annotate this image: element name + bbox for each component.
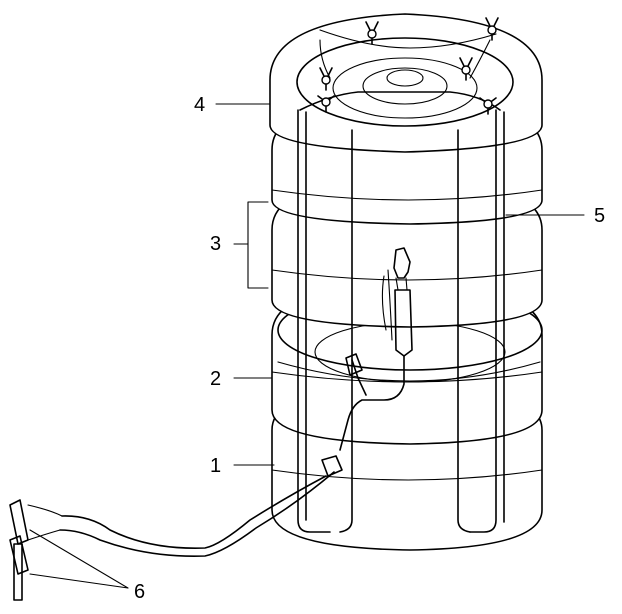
callout-3: 3 bbox=[210, 201, 269, 289]
battery-clamp bbox=[9, 529, 61, 575]
inflator-assembly bbox=[9, 247, 413, 601]
strap-clip bbox=[365, 21, 379, 45]
callout-5: 5 bbox=[505, 205, 605, 227]
callouts: 1 2 3 4 5 6 bbox=[29, 94, 605, 603]
callout-2: 2 bbox=[210, 368, 273, 390]
callout-3-label: 3 bbox=[210, 233, 221, 255]
callout-4-label: 4 bbox=[194, 94, 205, 116]
callout-2-label: 2 bbox=[210, 368, 221, 390]
callout-6-label: 6 bbox=[134, 581, 145, 603]
callout-1-label: 1 bbox=[210, 455, 221, 477]
strap-clip bbox=[479, 97, 497, 115]
callout-1: 1 bbox=[210, 455, 275, 477]
callout-5-label: 5 bbox=[594, 205, 605, 227]
strap-clips bbox=[317, 17, 499, 115]
battery-clamp bbox=[9, 499, 63, 601]
strap-clip bbox=[317, 95, 335, 113]
callout-6-leader bbox=[29, 529, 129, 589]
callout-3-bracket bbox=[233, 201, 269, 289]
strap-clip bbox=[485, 17, 499, 41]
tire-top bbox=[269, 13, 543, 153]
tire-stack bbox=[269, 13, 543, 551]
strap-frame bbox=[297, 29, 505, 533]
strap-clip bbox=[319, 67, 333, 91]
callout-6: 6 bbox=[29, 529, 145, 603]
callout-4: 4 bbox=[194, 94, 271, 116]
strap-clip bbox=[459, 57, 473, 81]
